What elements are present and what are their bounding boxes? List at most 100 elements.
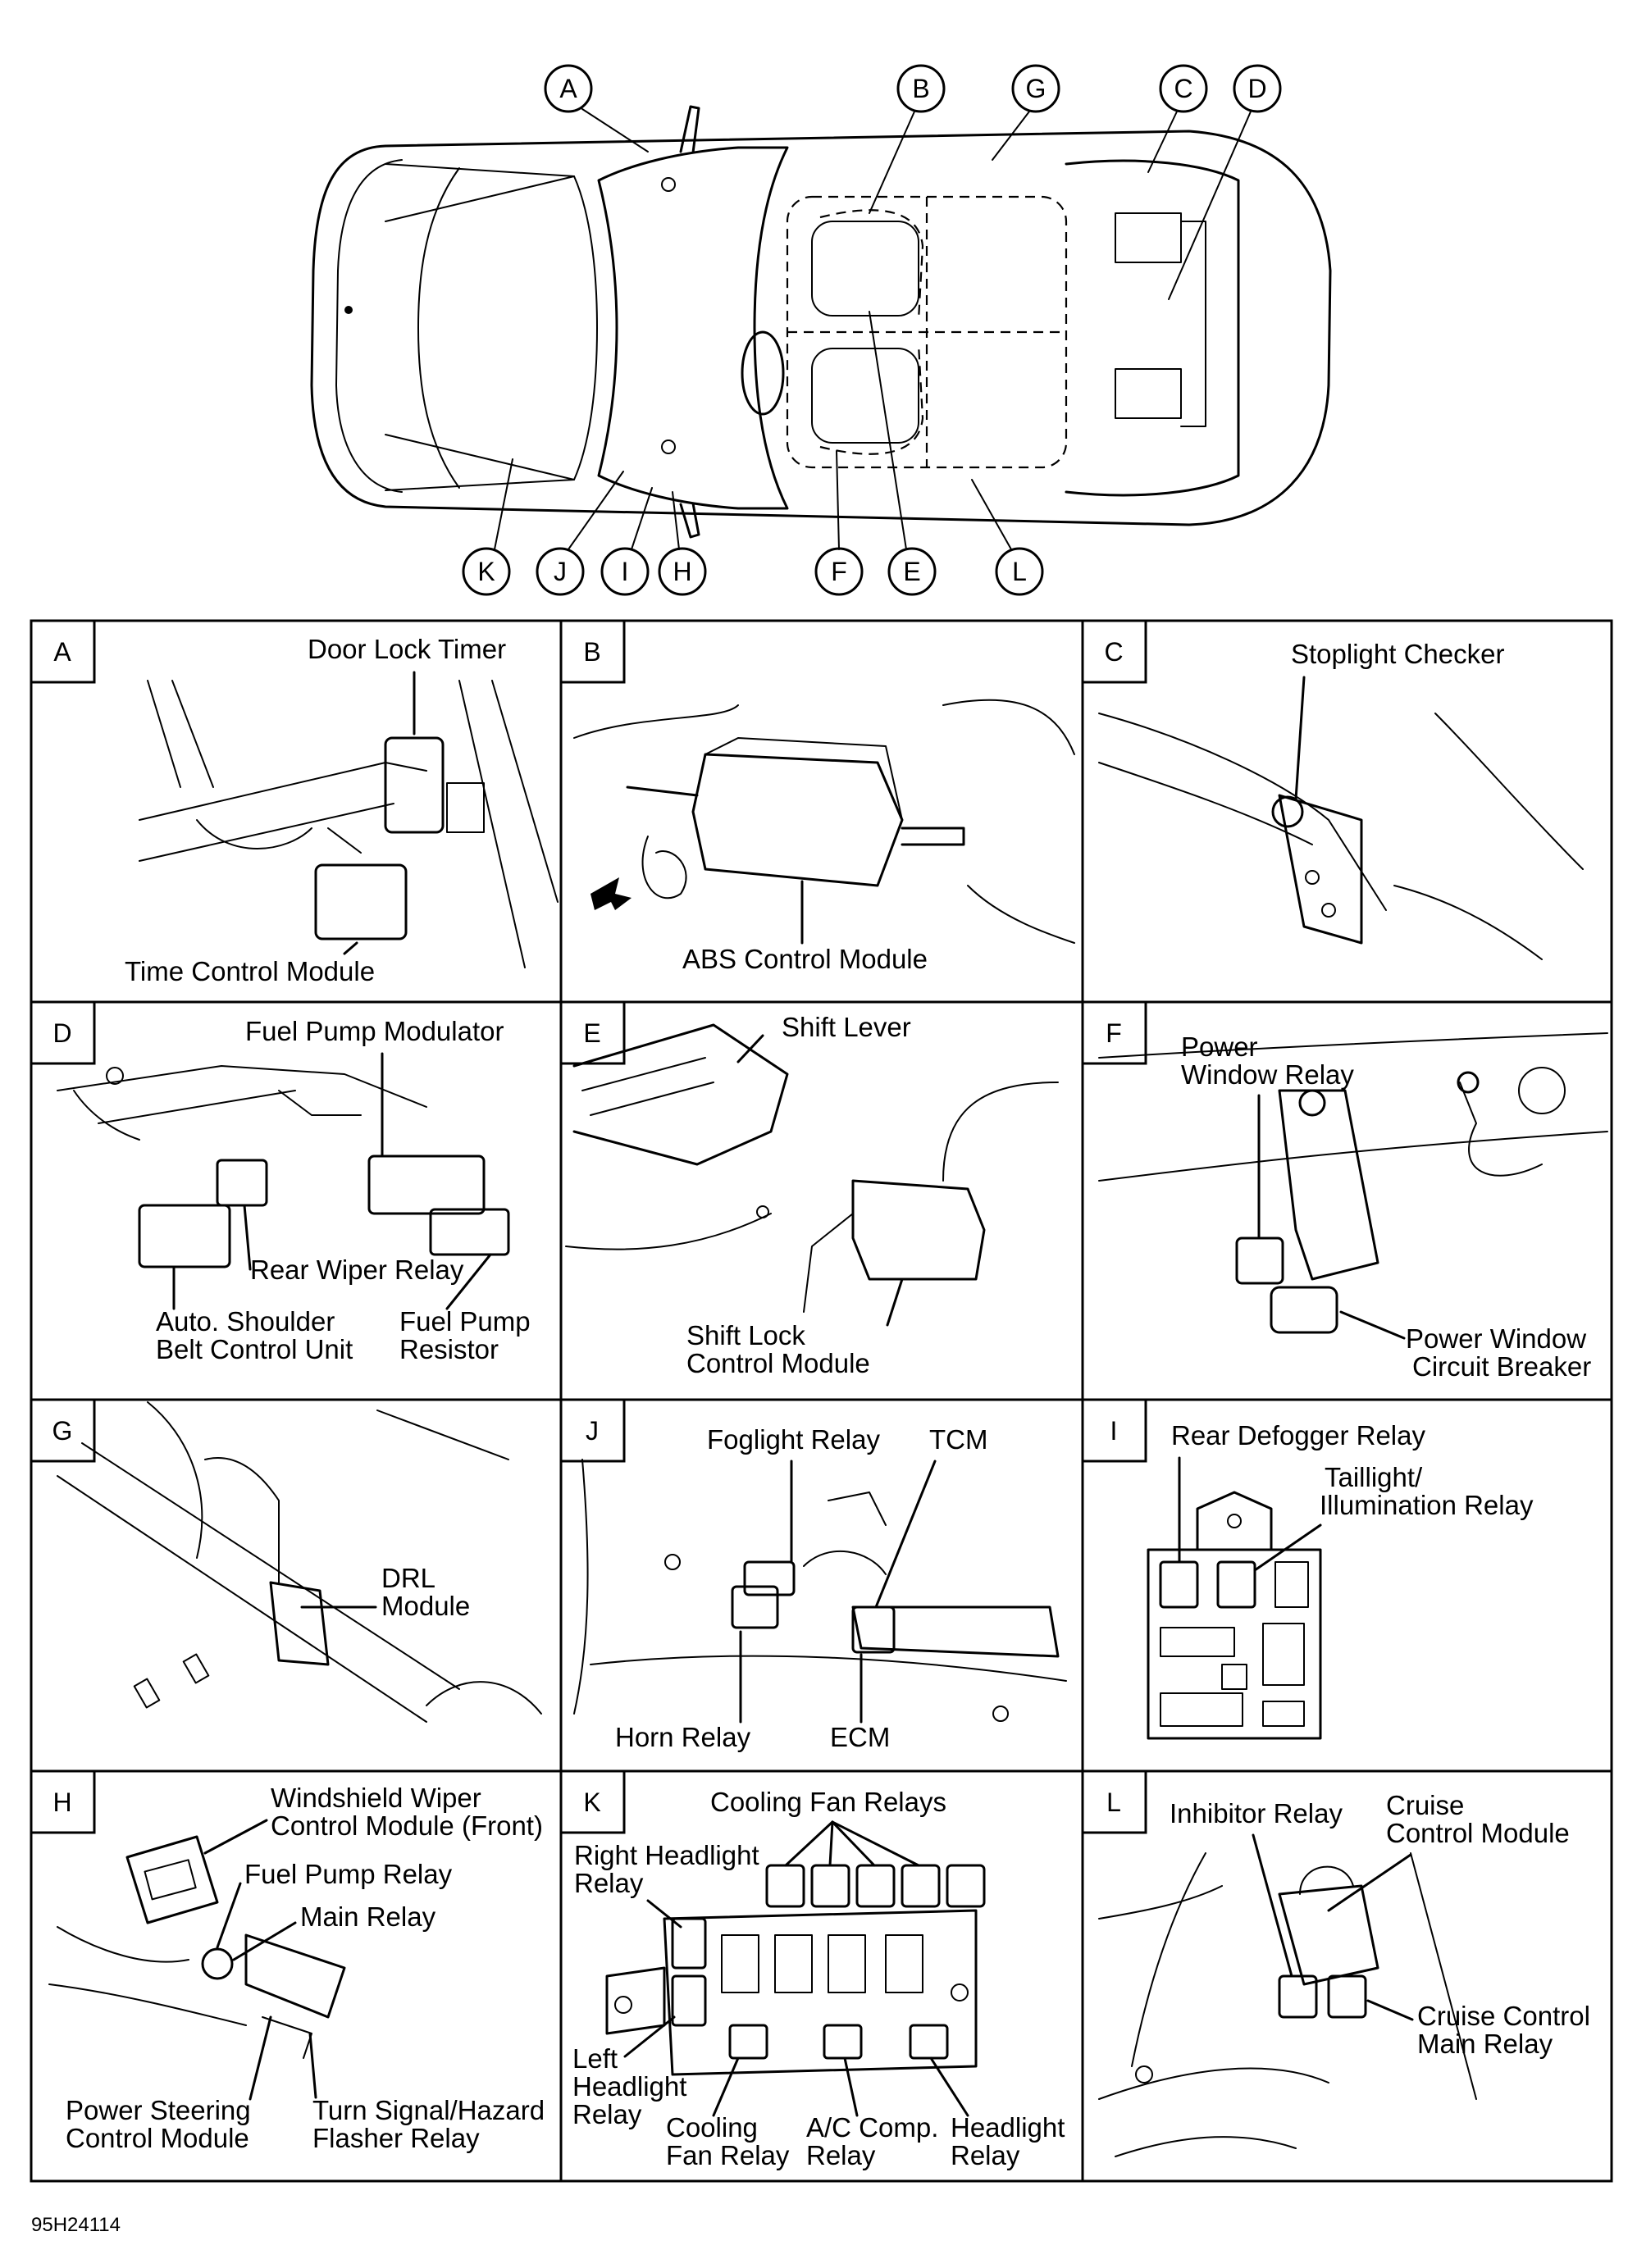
panel-k: Cooling Fan Relays Right Headlight Relay… xyxy=(572,1787,1065,2170)
svg-text:Windshield Wiper: Windshield Wiper xyxy=(271,1783,481,1813)
svg-text:Control Module: Control Module xyxy=(66,2123,249,2153)
svg-text:Illumination Relay: Illumination Relay xyxy=(1320,1490,1534,1520)
svg-text:Foglight Relay: Foglight Relay xyxy=(707,1424,880,1455)
svg-text:L: L xyxy=(1012,557,1027,586)
svg-text:Taillight/: Taillight/ xyxy=(1325,1462,1423,1492)
svg-text:C: C xyxy=(1174,74,1192,103)
svg-text:B: B xyxy=(583,637,600,667)
svg-text:Headlight: Headlight xyxy=(951,2112,1065,2143)
panel-j: Foglight Relay TCM Horn Relay ECM xyxy=(573,1424,1067,1752)
svg-text:E: E xyxy=(903,557,920,586)
svg-text:Shift Lever: Shift Lever xyxy=(782,1012,911,1042)
svg-text:Relay: Relay xyxy=(572,2099,642,2129)
svg-text:Cooling Fan Relays: Cooling Fan Relays xyxy=(710,1787,946,1817)
panel-grid xyxy=(30,619,1613,2183)
svg-text:DRL: DRL xyxy=(381,1563,435,1593)
svg-text:Shift Lock: Shift Lock xyxy=(686,1320,805,1350)
callout-i: I xyxy=(600,487,653,596)
panel-h: Windshield Wiper Control Module (Front) … xyxy=(48,1783,545,2153)
panel-f: Power Window Relay Power Window Circuit … xyxy=(1098,1032,1608,1382)
svg-text:Time Control Module: Time Control Module xyxy=(125,956,375,986)
svg-text:Auto. Shoulder: Auto. Shoulder xyxy=(156,1306,335,1337)
svg-text:I: I xyxy=(622,557,629,586)
svg-text:ABS Control Module: ABS Control Module xyxy=(682,944,928,974)
svg-text:C: C xyxy=(1104,637,1123,667)
callout-e: E xyxy=(869,311,937,596)
svg-text:Fan Relay: Fan Relay xyxy=(666,2140,790,2170)
svg-text:Cruise Control: Cruise Control xyxy=(1417,2001,1590,2031)
panel-i: Rear Defogger Relay Taillight/ Illuminat… xyxy=(1147,1420,1534,1740)
car-top-view xyxy=(310,105,1332,539)
svg-text:H: H xyxy=(673,557,691,586)
svg-text:A: A xyxy=(559,74,577,103)
callout-d: D xyxy=(1168,64,1282,300)
svg-text:Left: Left xyxy=(572,2043,618,2074)
panel-b: ABS Control Module xyxy=(573,699,1075,974)
svg-text:Resistor: Resistor xyxy=(399,1334,499,1364)
svg-text:Circuit Breaker: Circuit Breaker xyxy=(1412,1351,1591,1382)
svg-text:D: D xyxy=(52,1018,71,1048)
svg-text:ECM: ECM xyxy=(830,1722,890,1752)
svg-text:B: B xyxy=(912,74,929,103)
svg-text:I: I xyxy=(1110,1416,1118,1446)
svg-text:Control Module: Control Module xyxy=(686,1348,870,1378)
svg-text:D: D xyxy=(1247,74,1266,103)
svg-text:TCM: TCM xyxy=(929,1424,987,1455)
panel-e: Shift Lever Shift Lock Control Module xyxy=(565,1012,1059,1378)
svg-text:Main Relay: Main Relay xyxy=(300,1901,436,1932)
svg-text:Window Relay: Window Relay xyxy=(1181,1059,1354,1090)
svg-text:Stoplight Checker: Stoplight Checker xyxy=(1291,639,1504,669)
svg-text:Horn Relay: Horn Relay xyxy=(615,1722,751,1752)
panel-letter-tabs: A B C D E F G J I H K L xyxy=(30,619,1147,1834)
callout-j: J xyxy=(536,471,624,596)
svg-text:Fuel Pump: Fuel Pump xyxy=(399,1306,531,1337)
svg-text:J: J xyxy=(586,1416,599,1446)
figure-code: 95H24114 xyxy=(31,2214,121,2236)
svg-text:Fuel Pump Relay: Fuel Pump Relay xyxy=(244,1859,453,1889)
svg-text:K: K xyxy=(583,1788,600,1817)
svg-text:Power Window: Power Window xyxy=(1406,1323,1586,1354)
svg-text:A: A xyxy=(53,637,71,667)
callout-f: F xyxy=(814,450,864,596)
svg-text:Belt Control Unit: Belt Control Unit xyxy=(156,1334,353,1364)
svg-text:Fuel Pump Modulator: Fuel Pump Modulator xyxy=(245,1016,504,1046)
svg-text:Cooling: Cooling xyxy=(666,2112,758,2143)
panel-d: Fuel Pump Modulator Rear Wiper Relay Aut… xyxy=(57,1016,531,1364)
callout-l: L xyxy=(971,479,1044,596)
callout-h: H xyxy=(658,491,707,596)
svg-text:Relay: Relay xyxy=(806,2140,876,2170)
svg-text:E: E xyxy=(583,1018,600,1048)
svg-text:Main Relay: Main Relay xyxy=(1417,2029,1553,2059)
svg-text:Relay: Relay xyxy=(574,1868,644,1898)
svg-text:Rear Wiper Relay: Rear Wiper Relay xyxy=(250,1255,464,1285)
svg-text:G: G xyxy=(52,1416,73,1446)
svg-text:L: L xyxy=(1106,1788,1121,1817)
panel-g: DRL Module xyxy=(57,1401,542,1723)
callout-b: B xyxy=(869,64,946,214)
callout-k: K xyxy=(462,458,513,596)
svg-text:F: F xyxy=(1106,1018,1122,1048)
svg-text:Power: Power xyxy=(1181,1032,1258,1062)
svg-text:F: F xyxy=(831,557,847,586)
svg-text:A/C Comp.: A/C Comp. xyxy=(806,2112,938,2143)
callout-c: C xyxy=(1147,64,1208,173)
callout-g: G xyxy=(992,64,1060,161)
panel-a: Door Lock Timer Time Control Module xyxy=(125,634,559,986)
callout-a: A xyxy=(544,64,649,153)
panel-c: Stoplight Checker xyxy=(1098,639,1584,960)
svg-text:Power Steering: Power Steering xyxy=(66,2095,251,2125)
svg-text:Module: Module xyxy=(381,1591,470,1621)
svg-text:Flasher Relay: Flasher Relay xyxy=(312,2123,480,2153)
svg-text:Rear Defogger Relay: Rear Defogger Relay xyxy=(1171,1420,1425,1451)
svg-text:Cruise: Cruise xyxy=(1386,1790,1464,1820)
svg-text:Door Lock Timer: Door Lock Timer xyxy=(308,634,506,664)
svg-text:Turn Signal/Hazard: Turn Signal/Hazard xyxy=(312,2095,545,2125)
svg-text:Inhibitor Relay: Inhibitor Relay xyxy=(1170,1798,1343,1829)
svg-text:J: J xyxy=(554,557,567,586)
svg-text:Relay: Relay xyxy=(951,2140,1020,2170)
svg-text:H: H xyxy=(52,1788,71,1817)
svg-text:Headlight: Headlight xyxy=(572,2071,686,2102)
svg-text:Control Module: Control Module xyxy=(1386,1818,1570,1848)
svg-text:Control Module (Front): Control Module (Front) xyxy=(271,1810,543,1841)
svg-text:Right Headlight: Right Headlight xyxy=(574,1840,759,1870)
